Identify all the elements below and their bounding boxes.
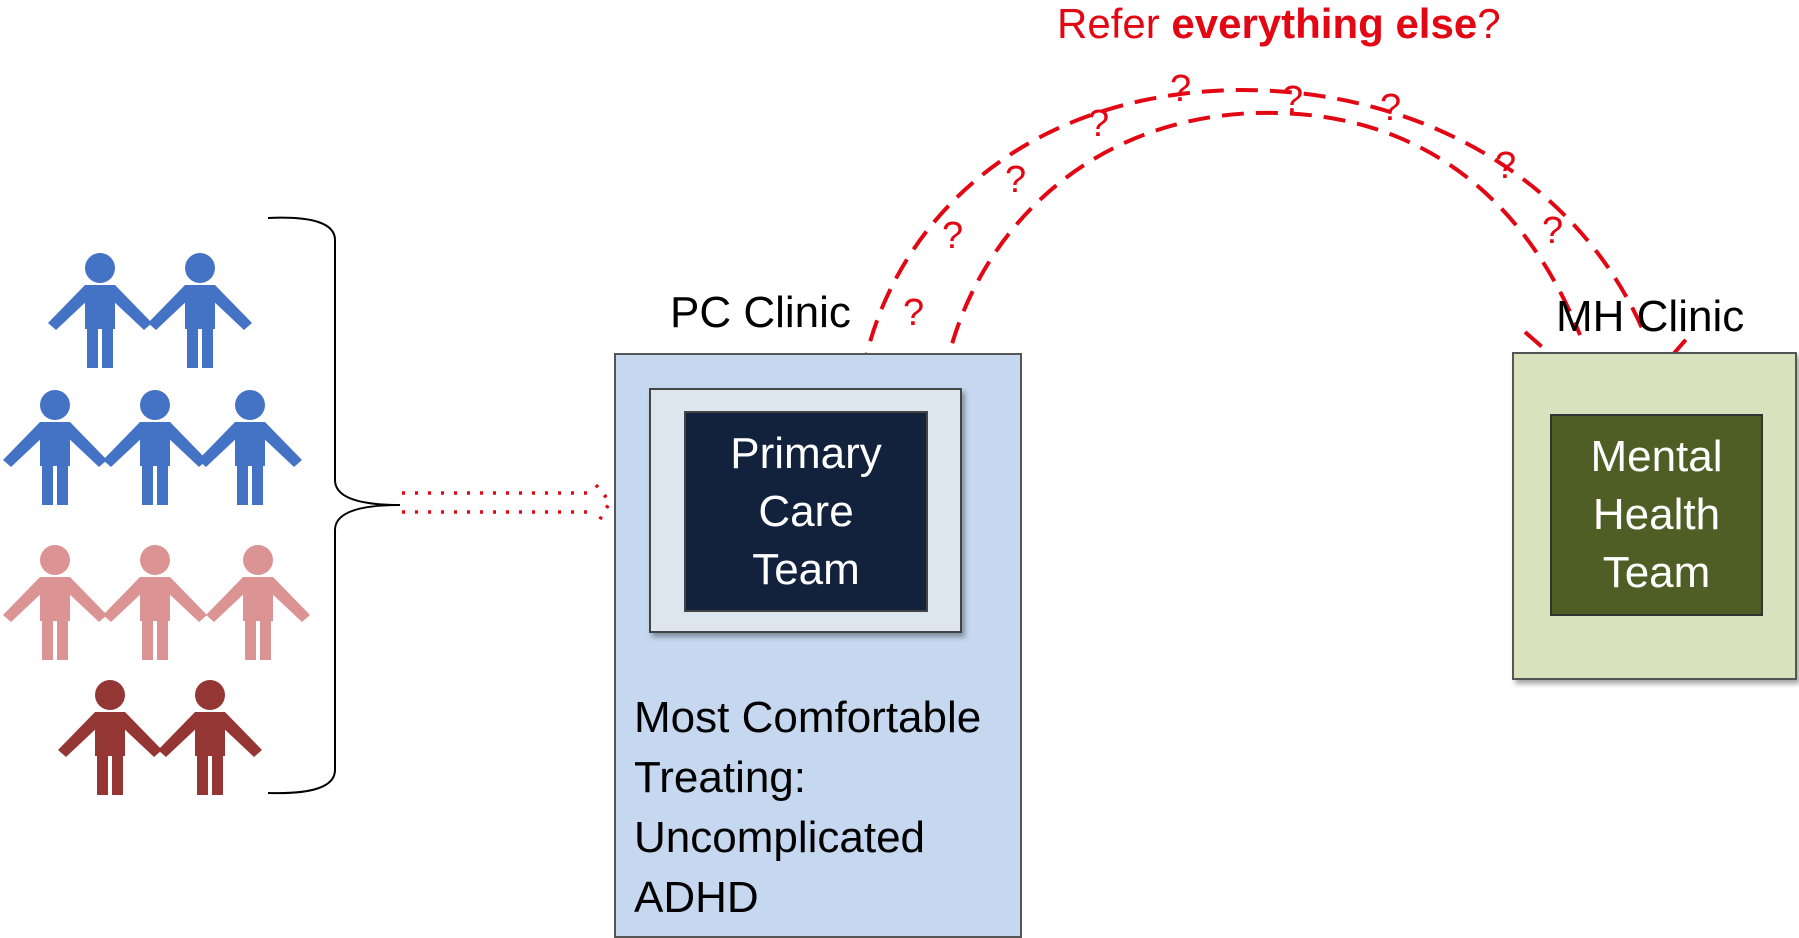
- question-mark: ?: [1380, 87, 1401, 129]
- person-icon: [48, 253, 152, 368]
- comfort-line: Uncomplicated: [634, 813, 926, 862]
- mental-health-team-line: Mental: [1590, 432, 1723, 481]
- person-icon: [3, 390, 107, 505]
- person-icon: [103, 390, 207, 505]
- question-mark: ?: [903, 292, 924, 334]
- comfort-text: Most Comfortable Treating: Uncomplicated…: [634, 688, 1014, 928]
- comfort-line: Treating:: [634, 753, 807, 802]
- primary-care-team-line: Primary: [730, 428, 882, 478]
- refer-prefix: Refer: [1057, 0, 1172, 47]
- refer-caption: Refer everything else?: [1057, 0, 1501, 48]
- question-mark: ?: [1495, 145, 1516, 187]
- question-mark: ?: [1282, 79, 1303, 121]
- person-icon: [103, 545, 207, 660]
- refer-emphasis: everything else: [1171, 0, 1478, 47]
- comfort-line: ADHD: [634, 873, 759, 922]
- primary-care-team-box: Primary Care Team: [684, 411, 928, 612]
- refer-suffix: ?: [1477, 0, 1501, 47]
- person-icon: [198, 390, 302, 505]
- mental-health-team-line: Health: [1592, 490, 1721, 539]
- question-mark: ?: [1005, 159, 1026, 201]
- person-icon: [3, 545, 107, 660]
- pc-clinic-label: PC Clinic: [670, 288, 851, 337]
- question-mark: ?: [1542, 210, 1563, 252]
- group-brace: [267, 216, 401, 795]
- dotted-referral-arrow: [402, 483, 613, 527]
- person-icon: [206, 545, 310, 660]
- primary-care-team-line: Care: [758, 486, 854, 536]
- person-icon: [58, 680, 162, 795]
- mh-clinic-label: MH Clinic: [1556, 292, 1745, 341]
- primary-care-team-line: Team: [752, 544, 860, 594]
- question-mark: ?: [942, 215, 963, 257]
- question-mark: ?: [1088, 103, 1109, 145]
- question-mark: ?: [1170, 68, 1191, 110]
- person-icon: [158, 680, 262, 795]
- mental-health-team-line: Team: [1602, 548, 1711, 597]
- person-icon: [148, 253, 252, 368]
- comfort-line: Most Comfortable: [634, 693, 982, 742]
- question-marks: ?????????: [903, 68, 1563, 334]
- mental-health-team-box: Mental Health Team: [1550, 414, 1763, 616]
